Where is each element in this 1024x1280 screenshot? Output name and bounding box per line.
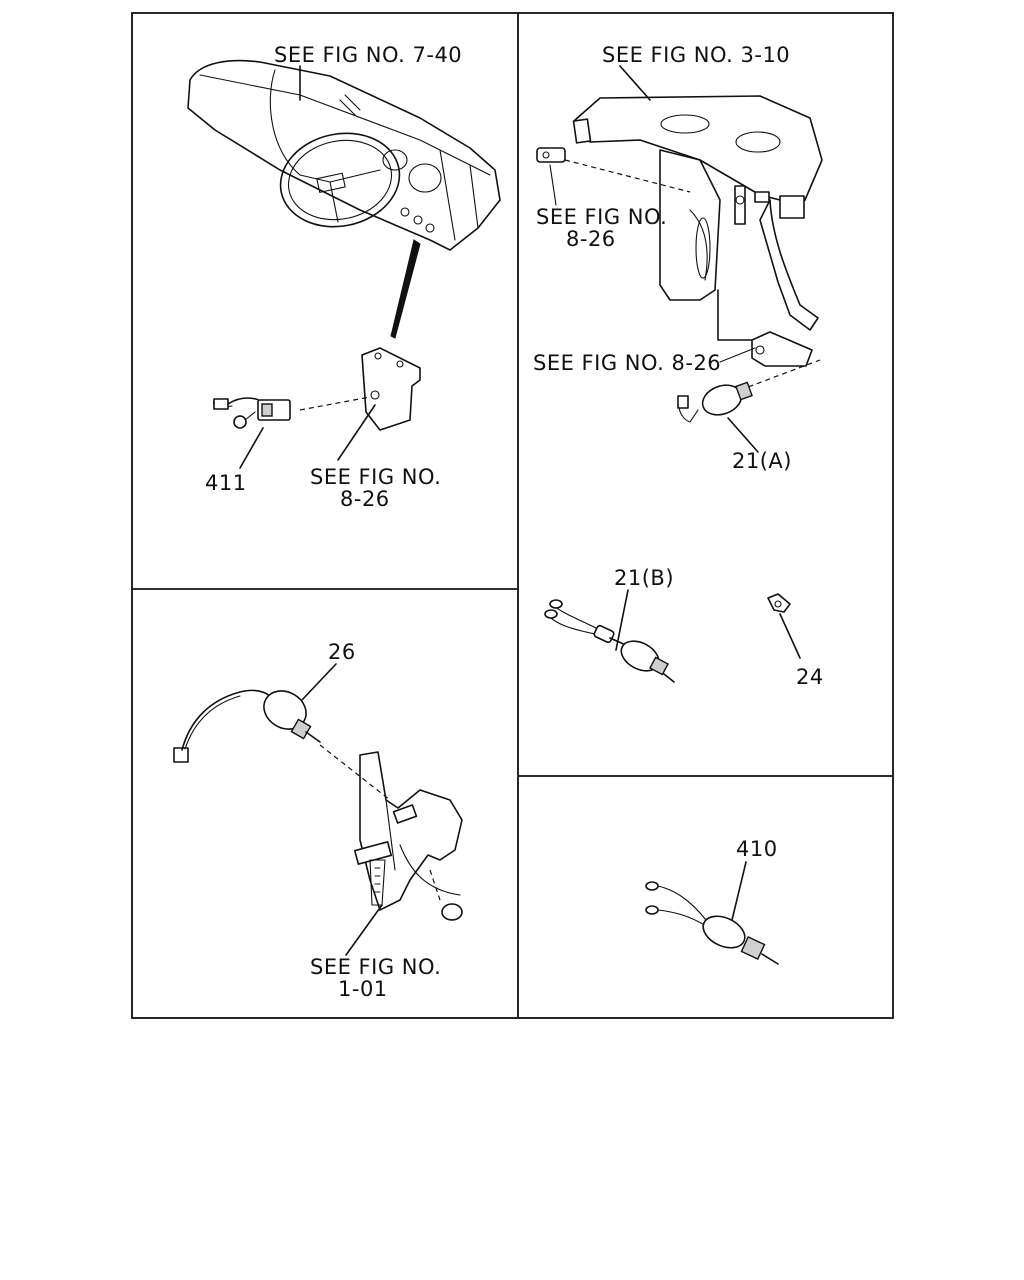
switch-410	[645, 861, 779, 965]
panel-dashboard: SEE FIG NO. 7-40 411 SEE FIG NO. 8-26	[187, 43, 501, 511]
label-part-21a: 21(A)	[732, 449, 792, 473]
pedal-26-illustration	[353, 751, 463, 921]
switch-21b	[544, 589, 675, 683]
switch-21a	[677, 381, 759, 453]
panel-frame	[131, 12, 894, 1019]
label-see-fig-1-01-line2: 1-01	[338, 977, 388, 1001]
label-see-fig-7-40: SEE FIG NO. 7-40	[274, 43, 462, 67]
leader-1-01	[345, 904, 383, 956]
label-see-fig-1-01-line1: SEE FIG NO.	[310, 955, 441, 979]
label-see-fig-8-26-top-line2: 8-26	[566, 227, 616, 251]
label-part-21b: 21(B)	[614, 566, 674, 590]
bracket-8-26-left	[361, 347, 421, 431]
label-see-fig-3-10: SEE FIG NO. 3-10	[602, 43, 790, 67]
panel-switch-410: 410	[645, 837, 779, 965]
leader-3-10	[619, 65, 651, 101]
label-see-fig-8-26-top-line1: SEE FIG NO.	[536, 205, 667, 229]
panel-switch-21b: 21(B) 24	[544, 566, 824, 689]
panel-switch-26: 26 SEE FIG NO. 1-01	[173, 640, 463, 1001]
label-part-411: 411	[205, 471, 247, 495]
panel-pedal-bracket: SEE FIG NO. 3-10 SEE FIG NO. 8-26 SEE FI…	[533, 43, 823, 473]
switch-26	[173, 663, 391, 801]
switch-411	[212, 396, 371, 469]
pedal-bracket-illustration	[536, 95, 823, 391]
dashboard-illustration	[187, 59, 501, 339]
leader-8-26-left	[337, 404, 376, 461]
label-see-fig-8-26-left-line2: 8-26	[340, 487, 390, 511]
label-part-410: 410	[736, 837, 778, 861]
label-see-fig-8-26-inline: SEE FIG NO. 8-26	[533, 351, 721, 375]
label-part-24: 24	[796, 665, 824, 689]
label-see-fig-8-26-left-line1: SEE FIG NO.	[310, 465, 441, 489]
label-part-26: 26	[328, 640, 356, 664]
leader-8-26-top	[549, 164, 557, 206]
clip-24	[767, 593, 801, 659]
